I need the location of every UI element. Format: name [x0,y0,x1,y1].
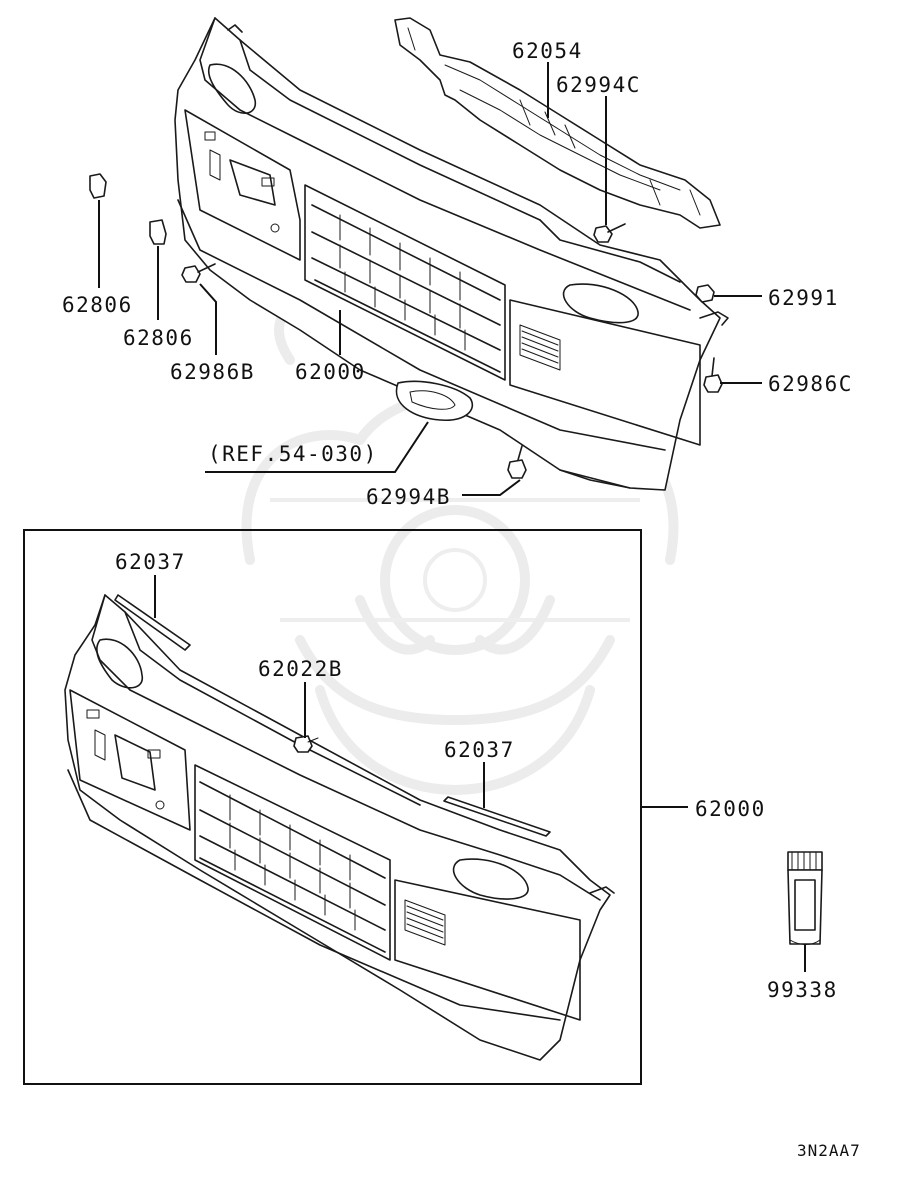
leader-lines-upper [98,62,762,496]
touch-up-paint-bottle [787,851,823,945]
label-62037-b: 62037 [444,738,515,762]
upper-bumper [174,17,729,491]
label-62000-top: 62000 [295,360,366,384]
label-62806-a: 62806 [62,293,133,317]
label-62022b: 62022B [258,657,343,681]
label-62054: 62054 [512,39,583,63]
label-ref-54-030: (REF.54-030) [208,442,378,466]
label-62986b: 62986B [170,360,255,384]
label-62986c: 62986C [768,372,853,396]
label-62037-a: 62037 [115,550,186,574]
label-62000-box: 62000 [695,797,766,821]
label-62991: 62991 [768,286,839,310]
label-62994c: 62994C [556,73,641,97]
leader-lines-box [154,575,806,972]
label-62806-b: 62806 [123,326,194,350]
reinforcement-bar [394,17,721,229]
fasteners-upper [89,173,723,479]
diagram-code: 3N2AA7 [797,1141,861,1160]
lower-bumper [64,594,615,1061]
label-99338: 99338 [767,978,838,1002]
label-62994b: 62994B [366,485,451,509]
